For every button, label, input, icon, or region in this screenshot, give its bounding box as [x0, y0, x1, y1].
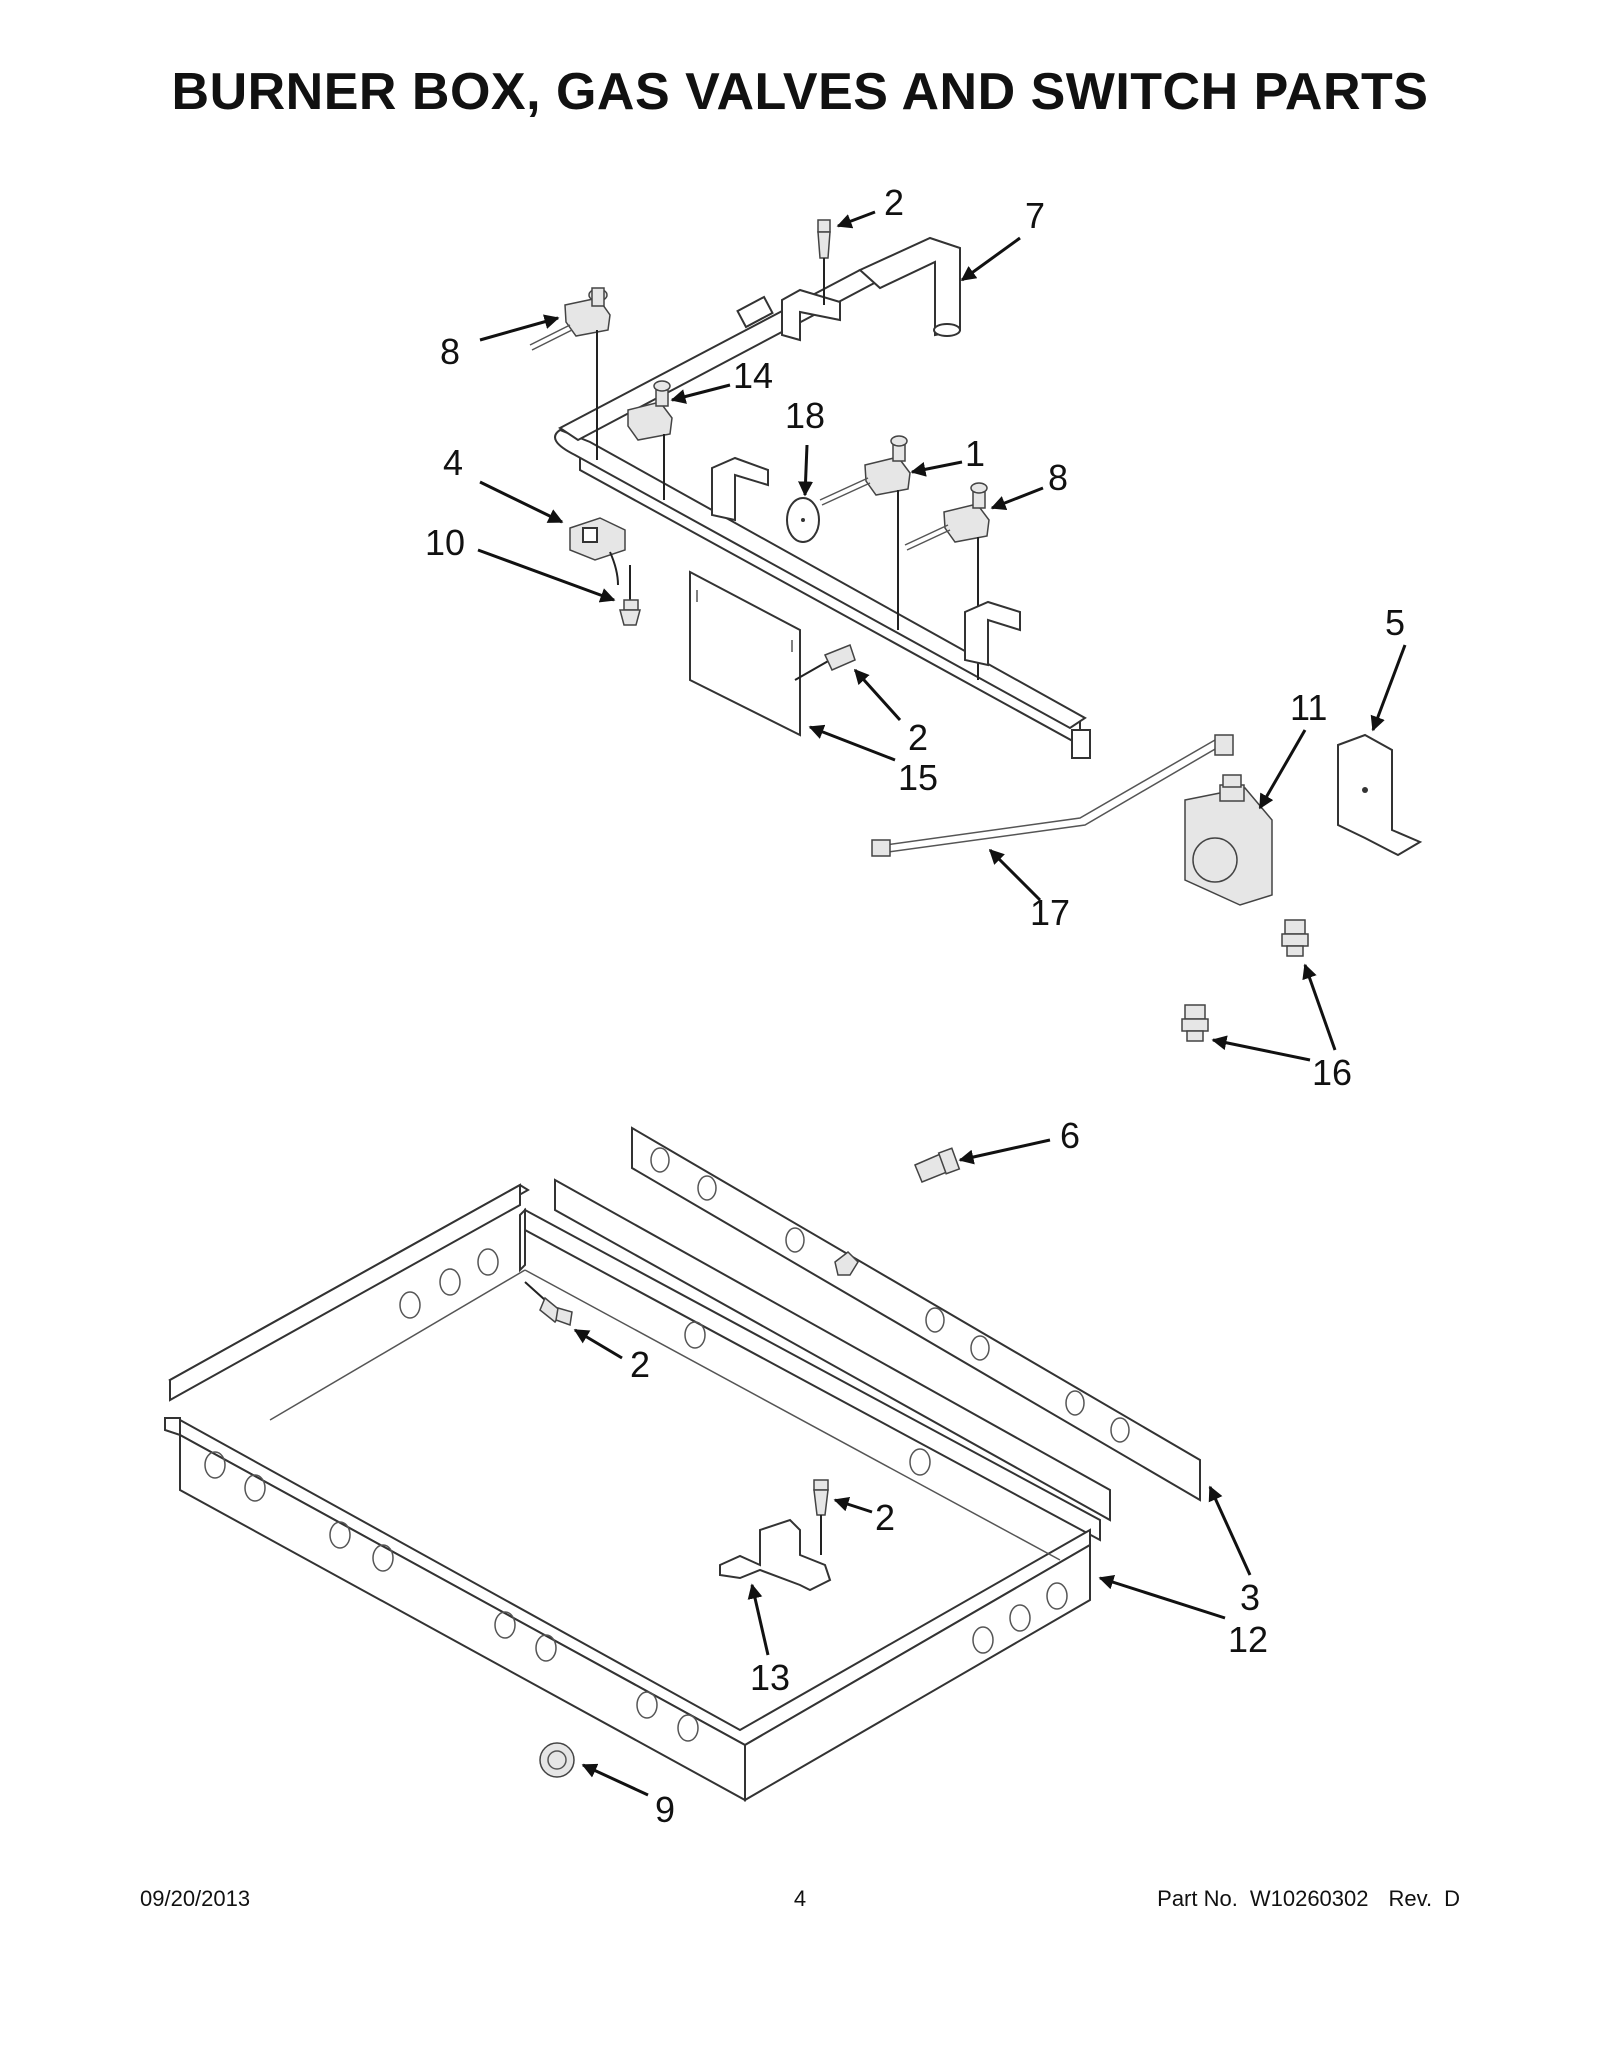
disc-center [801, 518, 805, 522]
callout-label: 4 [443, 442, 463, 483]
rev-value: D [1444, 1886, 1460, 1911]
callout-label: 2 [908, 717, 928, 758]
page-title: BURNER BOX, GAS VALVES AND SWITCH PARTS [171, 63, 1429, 121]
footer-page-number: 4 [793, 1886, 807, 1911]
gas-valve-14 [627, 380, 673, 500]
footer-date: 09/20/2013 [140, 1886, 251, 1911]
callout-label: 16 [1312, 1052, 1352, 1093]
fitting-16-top [1281, 919, 1309, 957]
screw-10 [619, 565, 641, 626]
callout-label: 8 [1048, 457, 1068, 498]
regulator-bracket-5 [1337, 733, 1423, 857]
callout-labels: 2 7 8 14 18 1 8 4 10 5 11 2 15 17 16 6 2… [425, 182, 1405, 1830]
screw-bracket [813, 1479, 829, 1555]
callout-label: 2 [875, 1497, 895, 1538]
callout-label: 1 [965, 433, 985, 474]
callout-label: 13 [750, 1657, 790, 1698]
knob-9 [539, 1742, 575, 1778]
fitting-16-bottom [1181, 1004, 1209, 1042]
gas-valve-8-left [529, 287, 611, 460]
burner-box-12 [164, 1178, 1111, 1802]
manifold-pipe [554, 236, 1091, 759]
callout-label: 3 [1240, 1577, 1260, 1618]
callout-label: 17 [1030, 892, 1070, 933]
switch-bracket-4 [569, 517, 626, 586]
callout-label: 18 [785, 395, 825, 436]
callout-label: 2 [630, 1344, 650, 1385]
gas-tube-17 [871, 734, 1234, 857]
screw-box-left [524, 1281, 573, 1327]
callout-label: 15 [898, 757, 938, 798]
footer-part-number: Part No. W10260302 Rev. D [1157, 1886, 1460, 1912]
callout-label: 2 [884, 182, 904, 223]
screw-plate [794, 644, 856, 681]
bracket-13 [719, 1518, 832, 1592]
rev-label: Rev. [1388, 1886, 1433, 1911]
gas-valve-1 [819, 435, 911, 630]
switch-plate-15 [689, 570, 801, 737]
rear-panel-3 [631, 1126, 1201, 1502]
callout-label: 11 [1290, 687, 1327, 728]
callout-label: 8 [440, 331, 460, 372]
screw-top [817, 219, 831, 305]
callout-label: 5 [1385, 602, 1405, 643]
pressure-regulator-11 [1184, 774, 1273, 906]
callout-label: 12 [1228, 1619, 1268, 1660]
manifold-bracket-mid [711, 456, 769, 522]
fitting-6 [914, 1147, 961, 1183]
manifold-bracket-right [964, 600, 1021, 667]
callout-label: 7 [1025, 195, 1045, 236]
callout-label: 9 [655, 1789, 675, 1830]
part-label: Part No. [1157, 1886, 1238, 1911]
callout-arrows [477, 210, 1407, 1797]
pipe-bracket-top [736, 288, 841, 342]
callout-label: 14 [733, 355, 773, 396]
part-number-value: W10260302 [1249, 1886, 1369, 1911]
callout-label: 6 [1060, 1115, 1080, 1156]
callout-label: 10 [425, 522, 465, 563]
